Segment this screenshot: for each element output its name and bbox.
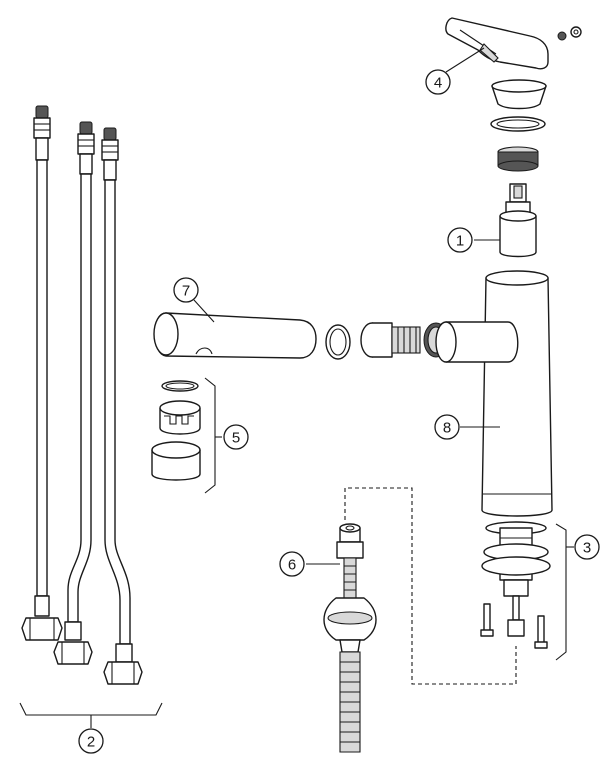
- cartridge: [499, 183, 537, 258]
- aerator-insert: [159, 400, 201, 435]
- callout-8: 8: [434, 414, 460, 440]
- supply-hose-left: [21, 105, 63, 641]
- callout-6-label: 6: [288, 557, 296, 574]
- callout-4: 4: [425, 69, 451, 95]
- callout-1-label: 1: [456, 233, 464, 250]
- handle-assembly: [445, 17, 582, 132]
- hoses-bracket: [19, 702, 163, 716]
- faucet-body: [435, 270, 553, 517]
- callout-7: 7: [173, 277, 199, 303]
- handle-screw: [557, 31, 567, 41]
- spout-connector: [360, 322, 449, 358]
- callout-4-label: 4: [434, 75, 442, 92]
- mounting-kit: [480, 521, 574, 661]
- cartridge-assembly: [474, 146, 539, 258]
- mounting-screws: [480, 595, 548, 649]
- handle-cap: [570, 26, 582, 38]
- spout-tube: [154, 312, 317, 359]
- supply-hoses: [19, 105, 163, 728]
- callout-5-label: 5: [232, 430, 240, 447]
- supply-hose-middle: [53, 121, 95, 665]
- handle-lever: [445, 17, 549, 70]
- callout-2: 2: [78, 728, 104, 754]
- callout-3: 3: [574, 534, 600, 560]
- aerator-housing: [151, 441, 201, 481]
- cartridge-nut: [497, 146, 539, 172]
- spout-assembly: [153, 312, 449, 360]
- callout-2-label: 2: [87, 734, 95, 751]
- callout-8-label: 8: [443, 420, 451, 437]
- pull-out-hose: [306, 487, 517, 753]
- aerator-bracket: [204, 377, 216, 494]
- callout-5: 5: [223, 424, 249, 450]
- mounting-bracket: [555, 523, 567, 661]
- callout-6: 6: [279, 551, 305, 577]
- callout-3-label: 3: [583, 540, 591, 557]
- mounting-shank: [481, 521, 551, 597]
- supply-hose-right: [101, 127, 143, 685]
- callout-7-label: 7: [182, 283, 190, 300]
- callouts: 4 1 7 5 8 3 6 2: [78, 47, 600, 754]
- aerator-parts: [151, 377, 222, 494]
- callout-1: 1: [447, 227, 473, 253]
